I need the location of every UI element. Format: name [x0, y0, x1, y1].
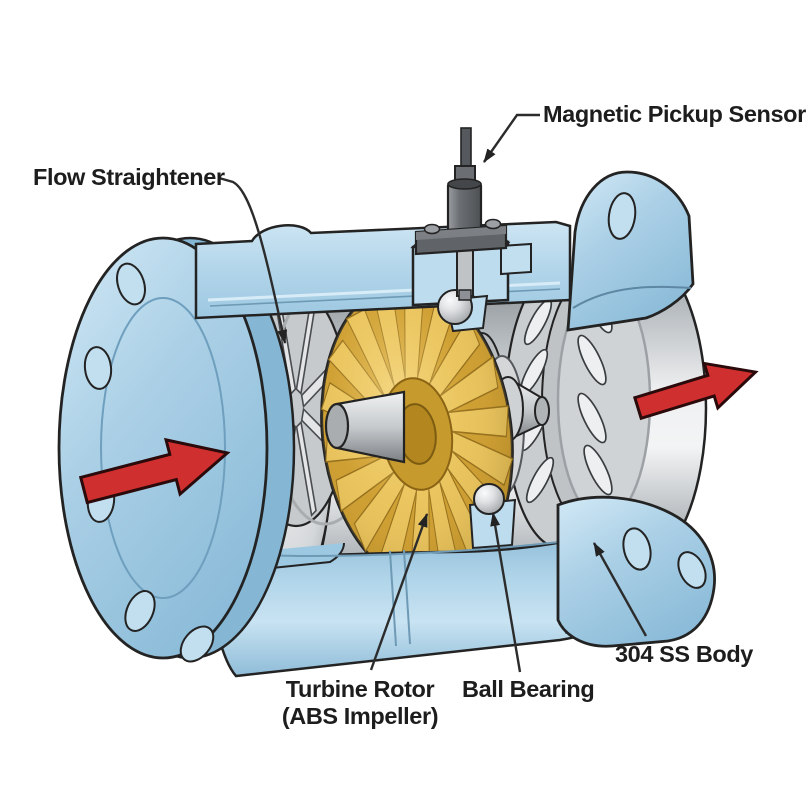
leader-ball-bearing — [490, 512, 522, 673]
outlet-flange-foot — [556, 495, 716, 648]
sensor-cable — [460, 127, 472, 171]
body-upper-shell — [194, 220, 572, 320]
leader-flow-straightener — [218, 176, 288, 344]
leader-magnetic-pickup-sensor — [483, 113, 540, 163]
inlet-flange-bolt-holes — [83, 262, 215, 663]
label-turbine-rotor: Turbine Rotor (ABS Impeller) — [277, 676, 443, 731]
leader-304-ss-body — [592, 542, 648, 637]
leader-lines — [218, 113, 648, 673]
rotor-shaft — [324, 390, 406, 464]
label-turbine-rotor-line1: Turbine Rotor — [285, 676, 435, 702]
outlet-flange-lobes — [556, 170, 716, 648]
leader-turbine-rotor — [369, 513, 429, 671]
label-ball-bearing: Ball Bearing — [462, 676, 595, 702]
label-magnetic-pickup-sensor: Magnetic Pickup Sensor — [543, 101, 806, 127]
magnetic-pickup-sensor-graphic — [414, 127, 508, 301]
outlet-flange-top-lobe — [566, 170, 695, 332]
label-304-ss-body: 304 SS Body — [615, 641, 753, 667]
label-flow-straightener: Flow Straightener — [33, 164, 225, 190]
label-turbine-rotor-line2: (ABS Impeller) — [281, 703, 439, 730]
sensor-body — [446, 182, 483, 234]
